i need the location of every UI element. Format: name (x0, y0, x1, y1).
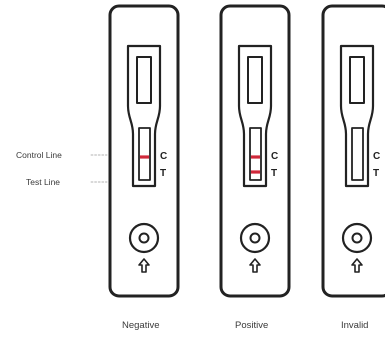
caption-negative: Negative (122, 320, 160, 331)
sample-well-outer (128, 222, 160, 254)
result-window (351, 127, 364, 181)
c-mark: C (160, 151, 167, 162)
c-mark: C (373, 151, 380, 162)
t-mark: T (160, 168, 166, 179)
cassette-body (108, 4, 180, 298)
sample-well-inner (351, 232, 363, 244)
t-mark: T (271, 168, 277, 179)
c-mark: C (271, 151, 278, 162)
pad-window (136, 56, 152, 104)
up-arrow-icon (249, 258, 261, 273)
up-arrow-icon (138, 258, 150, 273)
cassette-invalid (321, 4, 385, 298)
sample-well-inner (138, 232, 150, 244)
t-mark: T (373, 168, 379, 179)
test-line-label: Test Line (26, 177, 61, 187)
sample-window (126, 44, 162, 188)
sample-well-outer (341, 222, 373, 254)
up-arrow-icon (351, 258, 363, 273)
sample-well-inner (249, 232, 261, 244)
cassette-body (219, 4, 291, 298)
caption-positive: Positive (235, 320, 269, 331)
cassette-body (321, 4, 385, 298)
caption-invalid: Invalid (341, 320, 369, 331)
sample-well-outer (239, 222, 271, 254)
result-window (249, 127, 262, 181)
pad-window (349, 56, 365, 104)
result-window (138, 127, 151, 181)
control-line-label: Control Line (16, 150, 62, 160)
sample-window (339, 44, 375, 188)
sample-window (237, 44, 273, 188)
pad-window (247, 56, 263, 104)
cassette-positive (219, 4, 291, 298)
cassette-negative (108, 4, 180, 298)
